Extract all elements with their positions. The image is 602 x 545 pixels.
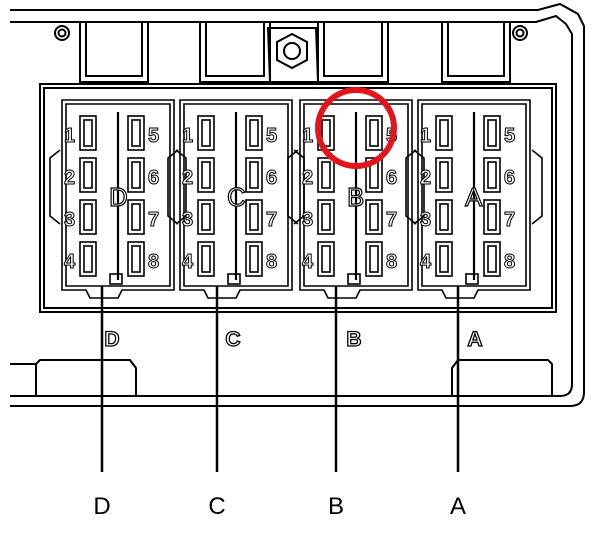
pin-cavity xyxy=(79,241,97,277)
callout-label-c: C xyxy=(208,493,226,520)
pin-number-d6: 6 xyxy=(148,167,159,189)
pin-number-d7: 7 xyxy=(148,209,159,231)
pin-number-a1: 1 xyxy=(420,125,431,147)
pin-cavity xyxy=(245,157,263,193)
pin-number-a5: 5 xyxy=(504,125,515,147)
pin-number-b2: 2 xyxy=(302,167,313,189)
pin-cavity xyxy=(197,115,215,151)
block-letter-b: B xyxy=(347,182,364,212)
block-inner xyxy=(65,103,171,287)
callout-label-d: D xyxy=(93,493,111,520)
pin-cavity xyxy=(435,157,453,193)
pin-cavity xyxy=(245,241,263,277)
pin-number-b4: 4 xyxy=(302,251,314,273)
pin-cavity xyxy=(197,199,215,235)
pin-number-b7: 7 xyxy=(386,209,397,231)
pin-number-d1: 1 xyxy=(64,125,75,147)
block-inner xyxy=(303,103,409,287)
pin-number-d3: 3 xyxy=(64,209,75,231)
pin-number-b3: 3 xyxy=(302,209,313,231)
pin-number-d2: 2 xyxy=(64,167,75,189)
pin-cavity xyxy=(197,157,215,193)
block-letter-a: A xyxy=(465,182,483,212)
pin-number-c6: 6 xyxy=(266,167,277,189)
block-tag-d: D xyxy=(104,328,119,351)
pin-cavity xyxy=(245,115,263,151)
highlight-circle xyxy=(315,87,397,169)
pin-cavity xyxy=(435,199,453,235)
connector-block-c: 1 2 3 4 5 6 7 8 C xyxy=(167,99,305,299)
pin-number-c5: 5 xyxy=(266,125,277,147)
block-letter-tags: D C B A xyxy=(104,327,483,351)
pin-number-b6: 6 xyxy=(386,167,397,189)
pin-number-c4: 4 xyxy=(182,251,194,273)
pin-cavity xyxy=(127,157,145,193)
pin-cavity xyxy=(79,157,97,193)
block-body xyxy=(299,99,413,299)
block-letter-d: D xyxy=(109,182,128,212)
pin-number-c1: 1 xyxy=(182,125,193,147)
pin-number-d5: 5 xyxy=(148,125,159,147)
pin-cavity xyxy=(483,157,501,193)
block-inner xyxy=(183,103,289,287)
pin-number-a6: 6 xyxy=(504,167,515,189)
pin-cavity xyxy=(483,241,501,277)
pin-cavity xyxy=(245,199,263,235)
pin-number-b1: 1 xyxy=(302,125,313,147)
pin-cavity xyxy=(483,199,501,235)
pin-cavity xyxy=(365,157,383,193)
connector-block-d: 1 2 3 4 5 6 7 8 D xyxy=(49,99,187,299)
pin-cavity xyxy=(435,115,453,151)
pin-cavity xyxy=(127,115,145,151)
block-letter-c: C xyxy=(227,182,246,212)
pin-number-c8: 8 xyxy=(266,251,277,273)
pin-cavity xyxy=(79,199,97,235)
pin-cavity xyxy=(197,241,215,277)
pin-number-c3: 3 xyxy=(182,209,193,231)
block-tag-c: C xyxy=(225,328,240,351)
pin-number-a4: 4 xyxy=(420,251,432,273)
block-tag-b: B xyxy=(346,328,361,351)
pin-cavity xyxy=(79,115,97,151)
pin-number-a2: 2 xyxy=(420,167,431,189)
pin-cavity xyxy=(127,199,145,235)
pin-cavity xyxy=(317,199,335,235)
pin-number-a3: 3 xyxy=(420,209,431,231)
pin-number-d8: 8 xyxy=(148,251,159,273)
block-body xyxy=(179,99,293,299)
callout-label-b: B xyxy=(327,493,344,520)
pin-number-a8: 8 xyxy=(504,251,515,273)
callout-label-a: A xyxy=(449,493,466,520)
housing-outline xyxy=(10,2,585,407)
pin-cavity xyxy=(435,241,453,277)
pin-number-c2: 2 xyxy=(182,167,193,189)
pin-number-c7: 7 xyxy=(266,209,277,231)
pin-number-b8: 8 xyxy=(386,251,397,273)
pin-cavity xyxy=(317,157,335,193)
pin-number-d4: 4 xyxy=(64,251,76,273)
pin-cavity xyxy=(365,115,383,151)
pin-cavity xyxy=(483,115,501,151)
pin-number-a7: 7 xyxy=(504,209,515,231)
pin-cavity xyxy=(317,241,335,277)
block-body xyxy=(61,99,175,299)
leader-lines xyxy=(100,286,460,472)
block-inner xyxy=(421,103,527,287)
block-body xyxy=(417,99,531,299)
block-tag-a: A xyxy=(467,328,482,351)
pin-cavity xyxy=(365,241,383,277)
connector-block-a: 1 2 3 4 5 6 7 8 A xyxy=(405,99,543,299)
pin-cavity xyxy=(365,199,383,235)
pin-cavity xyxy=(127,241,145,277)
